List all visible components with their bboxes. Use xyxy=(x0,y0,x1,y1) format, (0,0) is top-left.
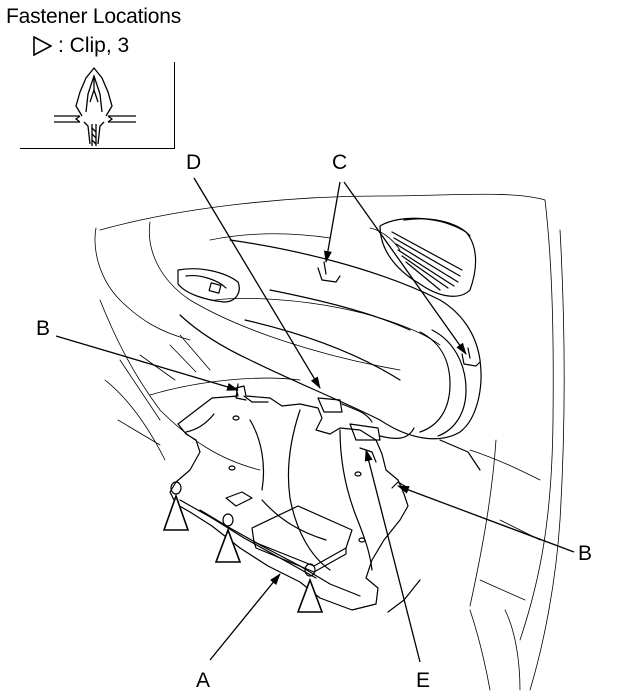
clip-triangle-markers xyxy=(162,493,324,613)
clip-detail-drawing xyxy=(54,66,136,146)
leader-a xyxy=(209,573,281,661)
glove-box-upper xyxy=(179,239,482,471)
leader-d xyxy=(193,177,321,389)
callout-d: D xyxy=(186,151,202,174)
legend-text: : Clip, 3 xyxy=(58,34,130,57)
glove-box-handle xyxy=(177,268,240,303)
air-vent xyxy=(379,217,477,297)
diagram-title: Fastener Locations xyxy=(6,5,182,28)
callout-c: C xyxy=(332,151,348,174)
leader-b-left xyxy=(55,335,239,391)
callout-b-right: B xyxy=(578,542,593,565)
clip-triangle-icon xyxy=(33,36,52,56)
dashboard-outline xyxy=(94,193,565,691)
under-cover-panel xyxy=(169,385,409,611)
clip-triangle-2-icon xyxy=(214,527,242,563)
fastener-c-markers xyxy=(317,261,481,367)
leader-c-1 xyxy=(323,181,341,263)
callout-e: E xyxy=(416,669,431,692)
clip-detail-inset xyxy=(20,62,175,149)
legend: : Clip, 3 xyxy=(32,34,129,58)
leader-e xyxy=(364,449,421,663)
clip-triangle-3-icon xyxy=(296,577,324,613)
leader-c-2 xyxy=(343,181,467,355)
callout-a: A xyxy=(196,669,211,692)
leader-b-right xyxy=(397,485,575,553)
leader-lines xyxy=(55,177,575,663)
callout-b-left: B xyxy=(36,317,51,340)
clip-triangle-1-icon xyxy=(162,493,190,531)
